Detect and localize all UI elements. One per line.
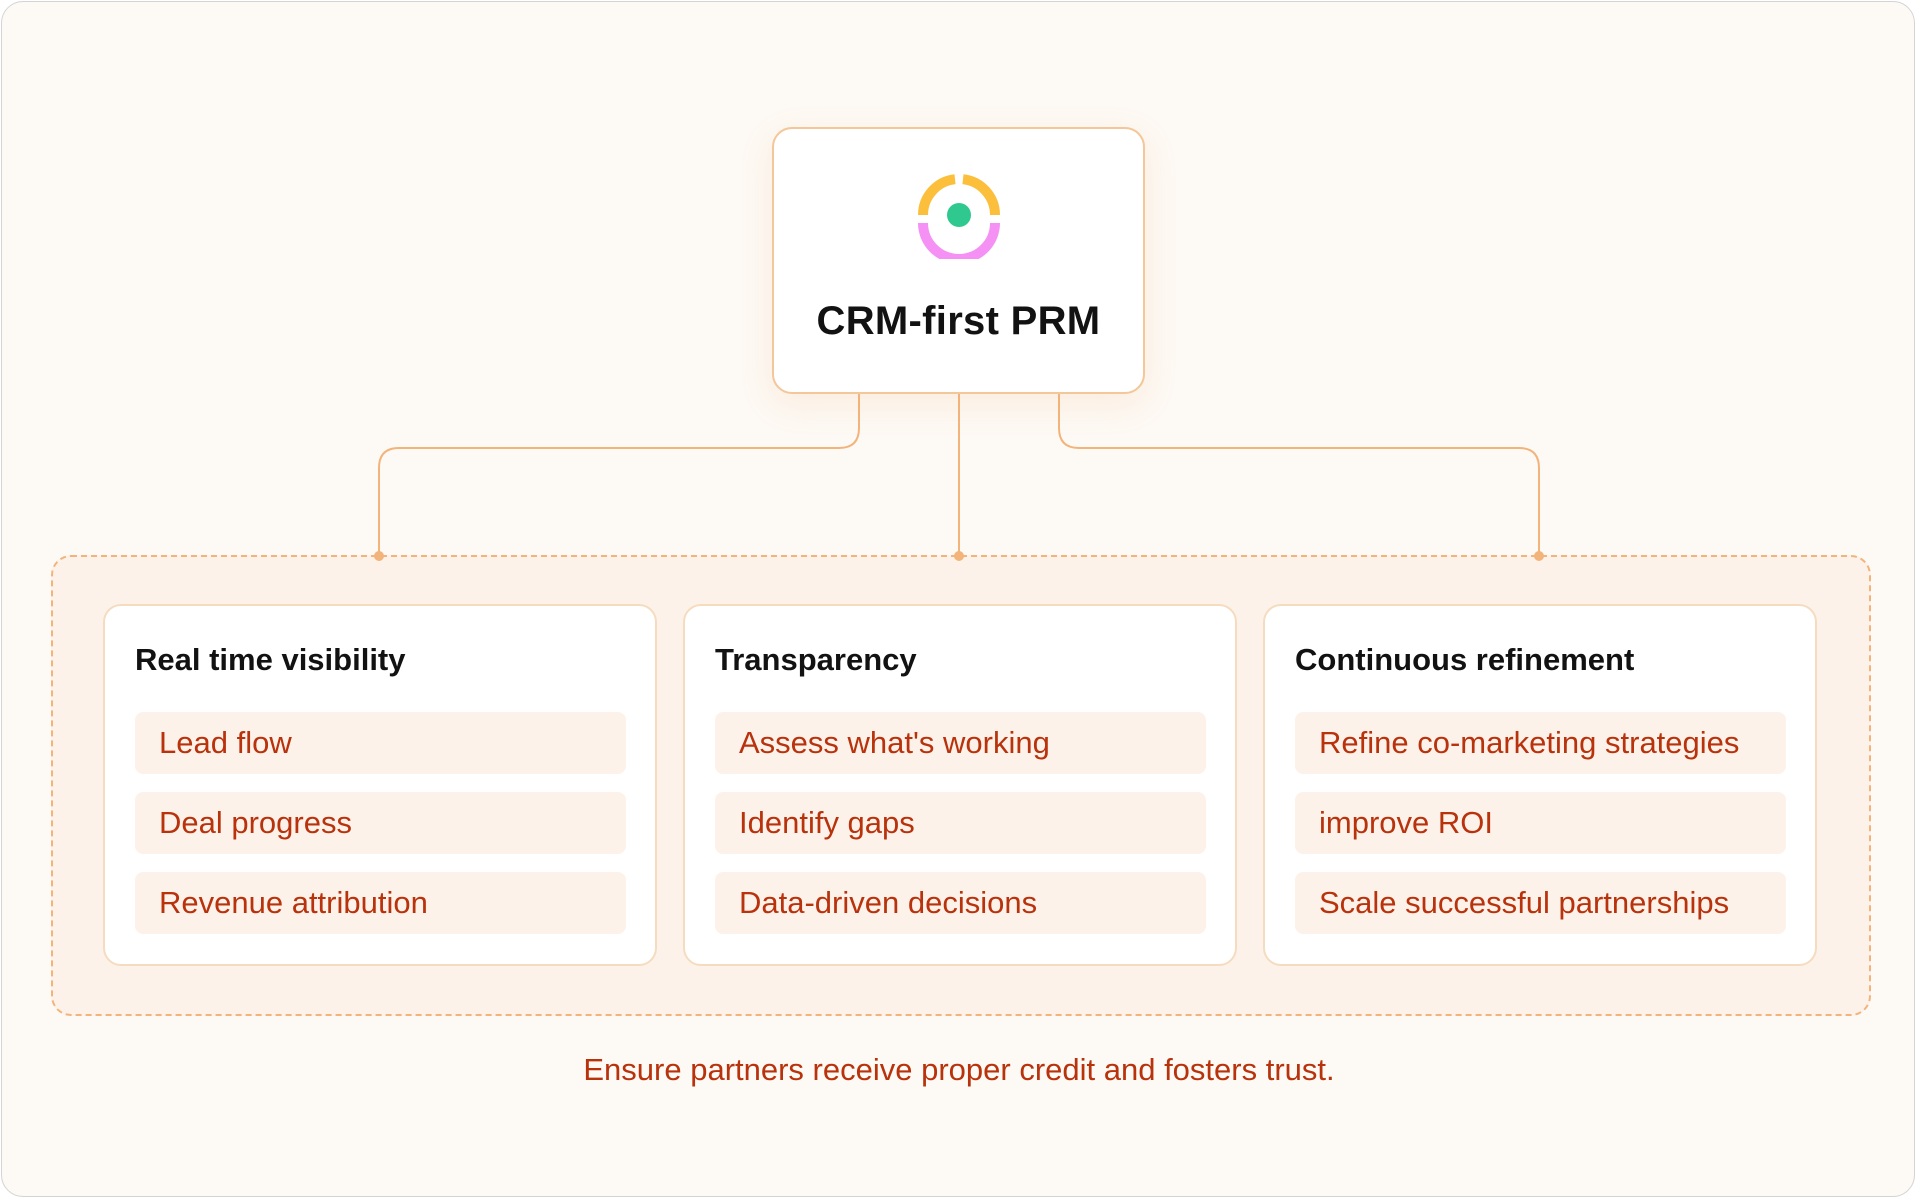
list-item: Lead flow — [135, 712, 626, 774]
card-continuous-refinement: Continuous refinement Refine co-marketin… — [1263, 604, 1817, 966]
card-real-time-visibility: Real time visibility Lead flow Deal prog… — [103, 604, 657, 966]
footer-caption: Ensure partners receive proper credit an… — [583, 1052, 1335, 1087]
card-title: Continuous refinement — [1295, 642, 1635, 677]
list-item: Data-driven decisions — [715, 872, 1206, 934]
list-item: Assess what's working — [715, 712, 1206, 774]
card-title: Transparency — [715, 642, 917, 677]
card-transparency: Transparency Assess what's working Ident… — [683, 604, 1237, 966]
list-item: improve ROI — [1295, 792, 1786, 854]
list-item: Scale successful partnerships — [1295, 872, 1786, 934]
list-item: Deal progress — [135, 792, 626, 854]
list-item: Revenue attribution — [135, 872, 626, 934]
root-node: CRM-first PRM — [772, 127, 1145, 394]
root-title: CRM-first PRM — [816, 299, 1101, 343]
card-title: Real time visibility — [135, 642, 406, 677]
target-ring-icon — [918, 174, 1000, 259]
list-item: Refine co-marketing strategies — [1295, 712, 1786, 774]
list-item: Identify gaps — [715, 792, 1206, 854]
